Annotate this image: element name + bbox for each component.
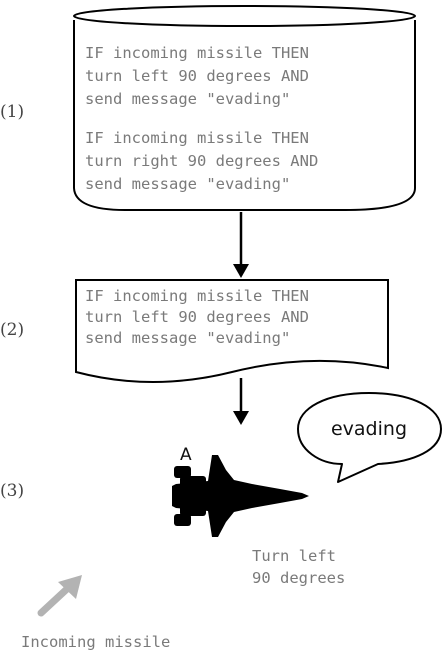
- action-text-line-1: Turn left: [252, 547, 336, 565]
- store-rule-1-line-1: IF incoming missile THEN: [85, 44, 309, 62]
- aircraft-label: A: [180, 445, 192, 465]
- selected-rule-line-3: send message "evading": [85, 329, 290, 347]
- step-1-label: (1): [0, 102, 24, 122]
- speech-bubble-text: evading: [331, 418, 407, 440]
- store-rule-2-line-3: send message "evading": [85, 175, 290, 193]
- selected-rule-text: IF incoming missile THEN turn left 90 de…: [85, 287, 318, 347]
- incoming-missile-arrow: [37, 575, 82, 617]
- fighter-jet-icon: [172, 455, 309, 537]
- flow-arrow-1-to-2: [233, 212, 249, 278]
- store-rule-1-line-3: send message "evading": [85, 90, 290, 108]
- selected-rule-line-1: IF incoming missile THEN: [85, 287, 309, 305]
- store-rule-2-line-1: IF incoming missile THEN: [85, 129, 309, 147]
- store-rule-2: IF incoming missile THEN turn right 90 d…: [85, 129, 328, 193]
- action-text-line-2: 90 degrees: [252, 569, 345, 587]
- store-rule-2-line-2: turn right 90 degrees AND: [85, 152, 318, 170]
- rule-store-cylinder: [73, 5, 416, 211]
- flow-arrow-2-to-3: [233, 378, 249, 425]
- store-rule-1-line-2: turn left 90 degrees AND: [85, 67, 309, 85]
- selected-rule-document: [75, 279, 389, 383]
- speech-bubble: [297, 392, 442, 483]
- store-rule-1: IF incoming missile THEN turn left 90 de…: [85, 44, 318, 108]
- selected-rule-line-2: turn left 90 degrees AND: [85, 308, 309, 326]
- step-2-label: (2): [0, 320, 24, 340]
- step-3-label: (3): [0, 481, 24, 501]
- action-text: Turn left 90 degrees: [252, 547, 345, 587]
- incoming-missile-label: Incoming missile: [21, 633, 170, 651]
